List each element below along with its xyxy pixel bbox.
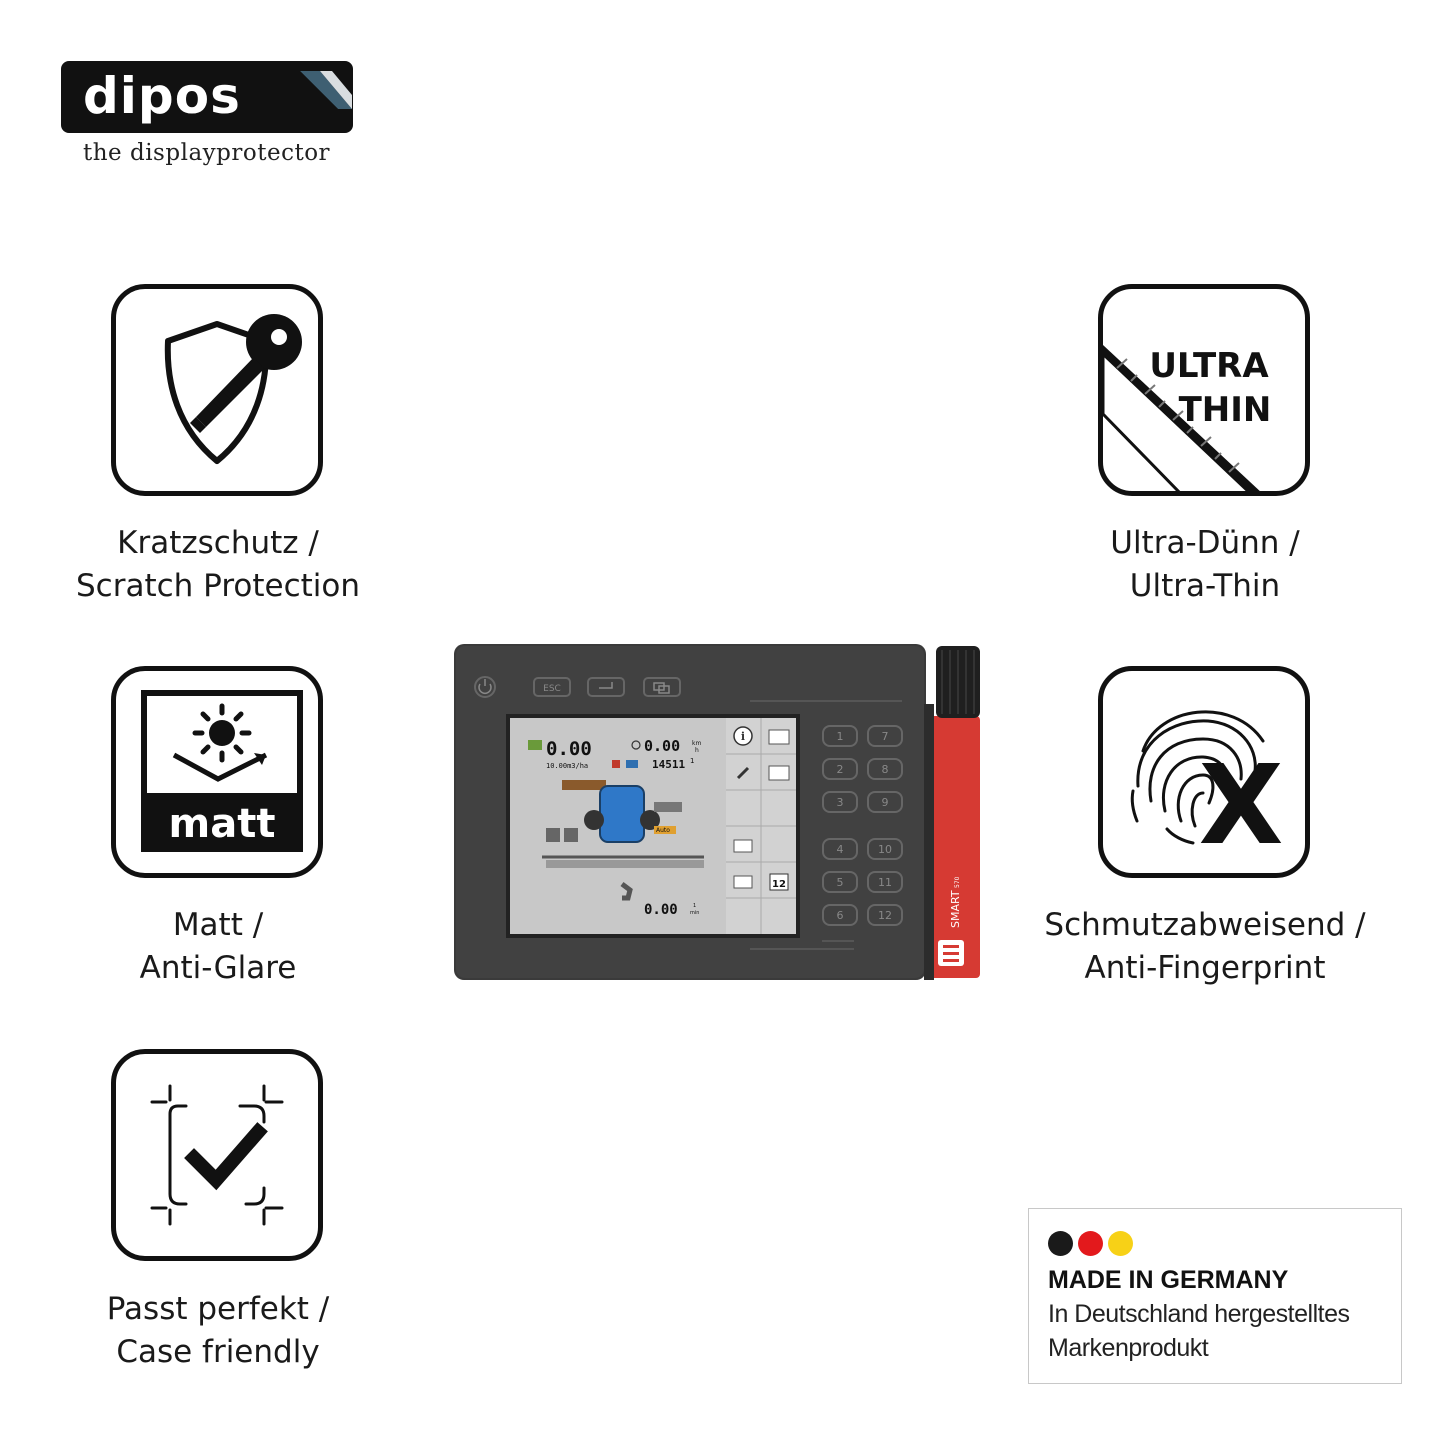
tank-graphic — [599, 785, 645, 843]
model-label: SMART — [949, 890, 962, 928]
esc-key[interactable] — [533, 677, 571, 697]
caption-line: Case friendly — [116, 1334, 320, 1370]
enter-key[interactable] — [587, 677, 625, 697]
auto-label: Auto — [656, 827, 670, 834]
logo-text: dipos — [83, 67, 241, 125]
smart-terminal-device: ESC i 12 0.00 10.00m3/ha 0.00 km h 14511… — [454, 644, 980, 980]
fingerprint-icon: X — [1130, 710, 1284, 869]
caption-line: Ultra-Thin — [1129, 568, 1281, 604]
matt-icon-frame: matt — [111, 666, 323, 878]
logo-corner-icon — [300, 71, 352, 109]
model-suffix: 570 — [954, 876, 961, 888]
fit-check-icon — [150, 1084, 284, 1226]
caption-line: Schmutzabweisend / — [1044, 907, 1366, 943]
case-friendly-icon-frame — [111, 1049, 323, 1261]
flag-dot-red — [1078, 1231, 1103, 1256]
esc-key-label: ESC — [543, 684, 561, 694]
anti-glare-icon: matt — [141, 690, 303, 852]
flow-value: 0.00 — [644, 902, 678, 918]
counter-value: 14511 — [652, 758, 685, 771]
key-2[interactable]: 2 — [837, 763, 844, 776]
caption-line: Matt / — [172, 907, 264, 943]
thin-label: THIN — [1179, 390, 1272, 430]
info-icon[interactable] — [733, 726, 753, 746]
x-mark-icon: X — [1199, 741, 1284, 869]
key-11[interactable]: 11 — [878, 876, 892, 889]
key-9[interactable]: 9 — [882, 796, 889, 809]
flag-dot-gold — [1108, 1231, 1133, 1256]
speed-unit-bottom: h — [695, 747, 699, 754]
side-badge: 12 — [772, 879, 786, 890]
key-6[interactable]: 6 — [837, 909, 844, 922]
shield-key-icon — [164, 314, 302, 464]
flow-unit-bottom: min — [690, 910, 699, 916]
caption-line: Passt perfekt / — [106, 1291, 330, 1327]
wrench-icon[interactable] — [736, 766, 750, 780]
tagline: the displayprotector — [83, 140, 331, 166]
area-value: 0.00 — [546, 738, 592, 760]
rate-text: 10.00m3/ha — [546, 762, 588, 770]
flag-dot-black — [1048, 1231, 1073, 1256]
feature-caption-matt: Matt / Anti-Glare — [8, 904, 428, 990]
svg-text:i: i — [741, 730, 745, 743]
caption-line: Anti-Fingerprint — [1084, 950, 1326, 986]
feature-caption-case: Passt perfekt / Case friendly — [8, 1288, 428, 1374]
caption-line: Ultra-Dünn / — [1110, 525, 1300, 561]
key-8[interactable]: 8 — [882, 763, 889, 776]
badge-title: MADE IN GERMANY — [1048, 1266, 1289, 1294]
speed-value: 0.00 — [644, 737, 680, 755]
scratch-protection-icon-frame — [111, 284, 323, 496]
key-10[interactable]: 10 — [878, 843, 892, 856]
caption-line: Kratzschutz / — [117, 525, 319, 561]
power-button[interactable] — [474, 676, 496, 698]
key-4[interactable]: 4 — [837, 843, 844, 856]
key-7[interactable]: 7 — [882, 730, 889, 743]
anti-fingerprint-icon-frame: X — [1098, 666, 1310, 878]
badge-line-1: In Deutschland hergestelltes — [1048, 1300, 1350, 1328]
caption-line: Scratch Protection — [76, 568, 360, 604]
ultra-label: ULTRA — [1149, 346, 1269, 386]
speed-unit-top: km — [692, 740, 701, 747]
key-5[interactable]: 5 — [837, 876, 844, 889]
matt-label: matt — [169, 801, 276, 847]
feature-caption-scratch: Kratzschutz / Scratch Protection — [8, 522, 428, 608]
key-3[interactable]: 3 — [837, 796, 844, 809]
key-12[interactable]: 12 — [878, 909, 892, 922]
screen-switch-key[interactable] — [643, 677, 681, 697]
key-1[interactable]: 1 — [837, 730, 844, 743]
ruler-icon: ULTRA THIN — [1103, 345, 1272, 491]
caption-line: Anti-Glare — [139, 950, 297, 986]
feature-caption-thin: Ultra-Dünn / Ultra-Thin — [995, 522, 1415, 608]
ultra-thin-icon-frame: ULTRA THIN — [1098, 284, 1310, 496]
feature-caption-fingerprint: Schmutzabweisend / Anti-Fingerprint — [995, 904, 1415, 990]
flow-unit-top: 1 — [693, 903, 696, 909]
badge-line-2: Markenprodukt — [1048, 1334, 1209, 1362]
counter-suffix: 1 — [690, 757, 694, 765]
